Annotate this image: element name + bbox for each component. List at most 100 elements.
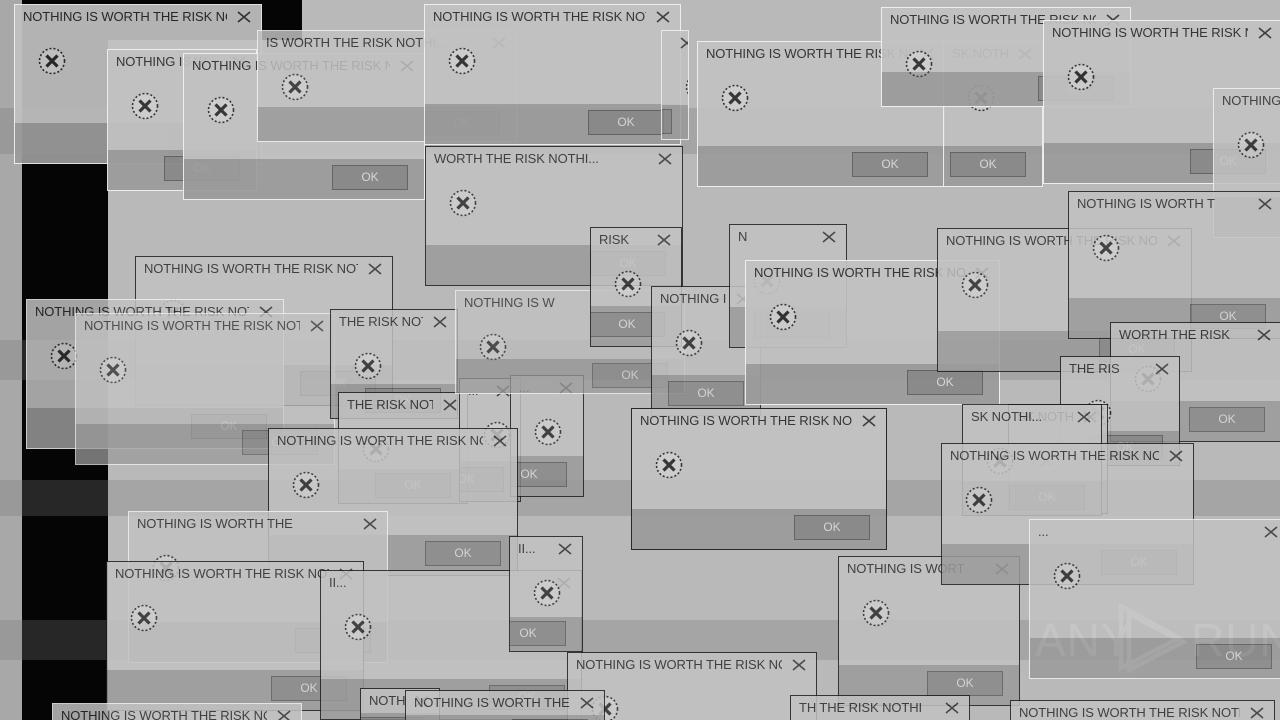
dialog-title-bar[interactable]: NOTHING IS WORTH THE [129,512,387,535]
ok-button[interactable]: OK [794,515,870,540]
close-icon[interactable] [364,259,386,279]
close-icon[interactable] [654,149,676,169]
ok-button[interactable]: OK [510,621,566,646]
close-icon[interactable] [1151,359,1173,379]
ok-button[interactable]: OK [907,370,983,395]
dialog-title-bar[interactable]: NOTHING IS WORTH THE RISK NOTHI... [136,257,392,280]
error-dialog-43[interactable]: NOTHING IS WORTH THE RISK NOTHI... OK [52,703,302,720]
dialog-title-text: NOTHING IS WORTH THE RISK NOTHI... [640,413,852,428]
dialog-title-bar[interactable]: THE RIS [1061,357,1179,380]
ok-button[interactable]: OK [1196,644,1272,669]
close-icon[interactable] [1253,325,1275,345]
close-icon[interactable] [1254,194,1276,214]
close-icon[interactable] [1165,446,1187,466]
dialog-footer: OK [662,105,688,139]
close-icon[interactable] [1246,703,1268,720]
error-dialog-26[interactable]: NOTHING IS WORTH T OK [1068,191,1280,339]
close-icon[interactable] [439,395,461,415]
error-dialog-42[interactable]: NOTHING IS WORTH THE RISK NOTHI... OK [1010,700,1275,720]
close-icon[interactable] [306,316,328,336]
dialog-title-text: THE RISK NOTHI... [339,314,423,329]
close-icon[interactable] [489,431,511,451]
ok-button[interactable]: OK [927,671,1003,696]
ok-button[interactable]: OK [332,165,408,190]
ok-button[interactable]: OK [1189,407,1265,432]
dialog-title-bar[interactable]: WORTH THE RISK [1111,323,1280,346]
dialog-title-bar[interactable]: NOTHING IS WORTH THE RISK NOTHI... [632,409,886,432]
dialog-title-bar[interactable]: NOTHING IS WORTH THE RISK NOTHI... [269,429,517,452]
error-dialog-5[interactable]: NOTHING IS WORTH THE RISK NOTHI... OK [424,4,681,145]
dialog-title-text: NOTHING IS WORTH THE RISK NOTHI... [433,9,646,24]
dialog-title-text: NOTHING IS W [464,295,555,310]
desktop-left-edge [0,0,22,720]
ok-button[interactable]: OK [662,109,672,134]
close-icon[interactable] [576,693,598,713]
ok-button[interactable]: OK [950,152,1026,177]
close-icon[interactable] [818,227,840,247]
dialog-title-bar[interactable]: N [730,225,846,248]
dialog-title-bar[interactable]: NOTHING IS WORTH T [1069,192,1280,215]
close-icon[interactable] [1260,522,1280,542]
dialog-title-bar[interactable]: SK NOTHI... [963,405,1101,428]
close-icon[interactable] [1073,407,1095,427]
error-dialog-41[interactable]: TH THE RISK NOTHI OK [790,695,970,720]
error-dialog-7[interactable]: N OK [661,30,689,140]
error-dialog-37[interactable]: NOTHING IS WORTH THE RISK NOTHI... OK [567,652,817,720]
close-icon[interactable] [653,230,675,250]
dialog-body [456,314,684,361]
dialog-title-bar[interactable]: II... [510,537,582,560]
dialog-title-text: ... [1038,524,1049,539]
error-dialog-19[interactable]: ... OK [510,375,584,497]
close-icon[interactable] [273,706,295,720]
dialog-title-bar[interactable]: NOTHING IS WORTH THE RI [406,691,604,714]
dialog-title-bar[interactable]: NOTHING IS WORTH THE RISK NOTHI... [76,314,334,337]
close-icon[interactable] [941,698,963,718]
dialog-body [1214,112,1280,197]
error-dialog-36[interactable]: II... OK [509,536,583,652]
dialog-title-bar[interactable]: NOTHING IS WORTH THE RISK NOTHI... [15,5,261,28]
dialog-title-bar[interactable]: NOTHING IS [1214,89,1280,112]
dialog-body [331,333,457,384]
close-icon[interactable] [1254,23,1276,43]
dialog-title-bar[interactable]: NOTHING IS WORTH THE RISK NOTHI... [568,653,816,676]
ok-button[interactable]: OK [425,541,501,566]
dialog-title-bar[interactable]: THE RISK NOTHI... [331,310,457,333]
dialog-title-bar[interactable]: N [662,31,688,54]
dialog-title-text: THE RIS [1069,361,1120,376]
error-circle-x-icon [1091,233,1121,263]
error-dialog-31[interactable]: NOTHING IS WORTH THE RISK NOTHI... OK [631,408,887,550]
ok-button[interactable]: OK [852,152,928,177]
dialog-body [591,251,681,306]
dialog-title-bar[interactable]: TH THE RISK NOTHI [791,696,969,719]
error-circle-x-icon [280,72,310,102]
dialog-title-bar[interactable]: RISK [591,228,681,251]
dialog-footer: OK [698,146,944,186]
close-icon[interactable] [359,514,381,534]
dialog-title-text: N [738,229,748,244]
dialog-title-bar[interactable]: ... [1030,520,1280,543]
dialog-title-bar[interactable]: NOTHING IS WORTH THE RISK NOTHI... [942,444,1193,467]
close-icon[interactable] [676,33,688,53]
dialog-body [426,170,682,245]
close-icon[interactable] [554,539,576,559]
error-circle-x-icon [98,355,128,385]
dialog-body [662,54,688,105]
dialog-title-bar[interactable]: NOTHING IS WORTH THE RISK NOTHI... [425,5,680,28]
ok-button[interactable]: OK [668,381,744,406]
close-icon[interactable] [429,312,451,332]
dialog-title-text: NOTHING IS WORTH THE RISK NOTHI... [84,318,300,333]
dialog-title-bar[interactable]: WORTH THE RISK NOTHI... [426,147,682,170]
error-dialog-40[interactable]: ... OK [1029,519,1280,679]
error-dialog-45[interactable]: NOTHING IS WORTH THE RI OK [405,690,605,720]
dialog-title-bar[interactable]: THE RISK NOTHI... [339,393,467,416]
close-icon[interactable] [652,7,674,27]
dialog-title-text: II... [518,541,536,556]
close-icon[interactable] [858,411,880,431]
dialog-title-bar[interactable]: NOTHING IS WORTH THE RISK NOTHI... [1011,701,1274,720]
close-icon[interactable] [233,7,255,27]
ok-button[interactable]: OK [511,462,567,487]
ok-button[interactable]: OK [588,110,664,135]
close-icon[interactable] [788,655,810,675]
dialog-title-bar[interactable]: NOTHING IS WORTH THE RISK NOTHI... [53,704,301,720]
dialog-title-bar[interactable]: NOTHING IS WORTH THE RISK NOTHI... [1044,21,1280,44]
